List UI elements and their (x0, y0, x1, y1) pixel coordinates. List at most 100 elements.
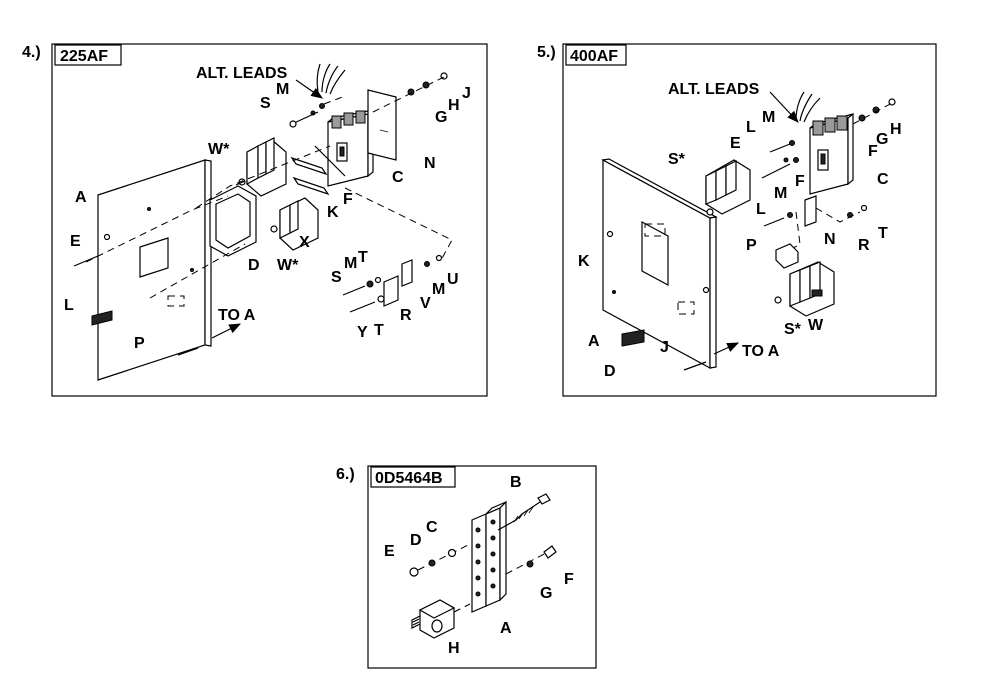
panel-5-code: 400AF (570, 48, 618, 65)
frame-insert (209, 185, 257, 257)
terminal-shield-400-lower (774, 261, 835, 317)
label-p: P (746, 237, 757, 254)
bus-bar (471, 500, 507, 613)
label-e: E (70, 233, 81, 250)
label-n: N (824, 231, 836, 248)
label-e: E (384, 543, 395, 560)
alt-leads-wires (316, 63, 346, 95)
bolt (497, 493, 551, 531)
hardware-chain-lower (342, 254, 443, 313)
panel-5-frame (562, 43, 937, 397)
label-r: R (400, 307, 412, 324)
label-d: D (248, 257, 260, 274)
cover-plate (367, 89, 397, 161)
label-l-lower: L (756, 201, 766, 218)
panel-400af: 5.) 400AF (537, 43, 937, 397)
label-s-lower: S* (784, 321, 802, 338)
label-m-lower: M (344, 255, 357, 272)
label-s: S (260, 95, 271, 112)
label-h: H (448, 640, 460, 657)
terminal-shield-lower (270, 197, 319, 251)
panel-6-number: 6.) (336, 466, 355, 483)
label-m: M (276, 81, 289, 98)
label-d: D (410, 532, 422, 549)
label-s-upper: S* (668, 151, 686, 168)
plate-cutout (139, 237, 169, 278)
panel-6-code: 0D5464B (375, 470, 443, 487)
label-a: A (500, 620, 512, 637)
label-plate (91, 310, 113, 326)
label-n: N (424, 155, 436, 172)
label-v: V (420, 295, 431, 312)
to-a-label: TO A (218, 307, 256, 324)
hardware-right (505, 545, 557, 575)
label-c: C (877, 171, 889, 188)
bracket-r (383, 275, 399, 307)
label-r: R (858, 237, 870, 254)
label-p: P (134, 335, 145, 352)
label-j: J (660, 339, 669, 356)
label-m: M (762, 109, 775, 126)
connector-bar (292, 176, 330, 196)
label-c: C (426, 519, 438, 536)
panel-6-code-box (370, 466, 456, 488)
circuit-breaker-400 (809, 112, 854, 195)
label-y: Y (357, 324, 368, 341)
label-t: T (878, 225, 888, 242)
label-w-upper: W* (208, 141, 230, 158)
label-l: L (746, 119, 756, 136)
terminal-shield-upper (235, 137, 287, 197)
mounting-plate-400 (601, 158, 718, 370)
label-j: J (462, 85, 471, 102)
label-s-lower: S (331, 269, 342, 286)
panel-0d5464b: 6.) 0D5464B (336, 465, 597, 669)
label-e: E (730, 135, 741, 152)
connector-bar (290, 156, 328, 176)
lug-p (775, 243, 799, 269)
panel-4-number: 4.) (22, 44, 41, 61)
mounting-plate (91, 159, 212, 381)
bracket-v (401, 259, 413, 287)
hardware-chain-top (289, 72, 448, 128)
panel-4-code-box (54, 44, 122, 66)
panel-4-code: 225AF (60, 48, 108, 65)
label-m-lower: M (774, 185, 787, 202)
label-a: A (588, 333, 600, 350)
label-t-lower: T (374, 322, 384, 339)
label-h: H (448, 97, 460, 114)
label-d: D (604, 363, 616, 380)
label-h: H (890, 121, 902, 138)
label-u: U (447, 271, 459, 288)
alt-leads-label-400: ALT. LEADS (668, 81, 760, 98)
label-g: G (876, 131, 888, 148)
panel-225af: 4.) 225AF (22, 43, 488, 397)
label-k: K (578, 253, 590, 270)
label-k: K (327, 204, 339, 221)
label-plate-400 (621, 329, 645, 347)
panel-5-number: 5.) (537, 44, 556, 61)
label-w: W (808, 317, 824, 334)
alt-leads-label: ALT. LEADS (196, 65, 288, 82)
label-a: A (75, 189, 87, 206)
label-f-right: F (868, 143, 878, 160)
label-w-lower: W* (277, 257, 299, 274)
label-g: G (540, 585, 552, 602)
lug-h (411, 599, 471, 639)
panel-5-code-box (565, 44, 627, 66)
label-l: L (64, 297, 74, 314)
label-t-upper: T (358, 249, 368, 266)
panel-4-frame (51, 43, 488, 397)
circuit-breaker (327, 108, 374, 187)
label-b: B (510, 474, 522, 491)
label-f: F (343, 191, 353, 208)
label-g: G (435, 109, 447, 126)
panel-6-frame (367, 465, 597, 669)
to-a-label-400: TO A (742, 343, 780, 360)
hardware-left (409, 543, 471, 577)
label-f: F (795, 173, 805, 190)
hardware-chain-top-400 (761, 98, 896, 179)
label-c: C (392, 169, 404, 186)
hardware-chain-lower-400 (763, 195, 868, 269)
label-m-right: M (432, 281, 445, 298)
